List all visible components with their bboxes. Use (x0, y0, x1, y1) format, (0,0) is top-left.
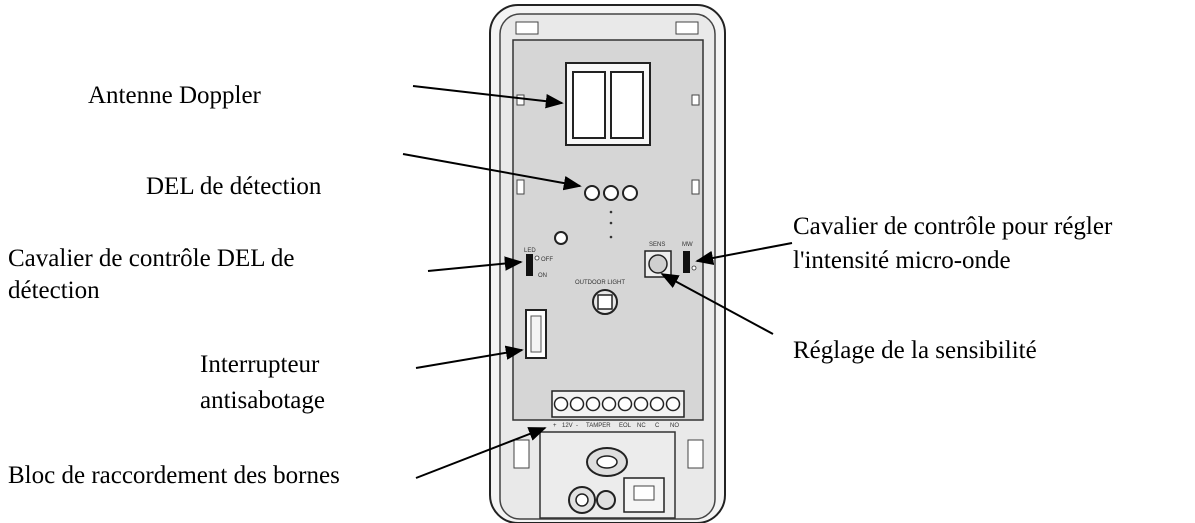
label-tamper-2: antisabotage (200, 387, 325, 414)
label-detection-led: DEL de détection (146, 173, 322, 200)
label-led-jumper-1: Cavalier de contrôle DEL de (8, 245, 295, 272)
arrow-led (402, 153, 582, 191)
svg-text:EOL: EOL (619, 423, 632, 429)
label-sensitivity: Réglage de la sensibilité (793, 337, 1037, 364)
label-microwave-jumper-2: l'intensité micro-onde (793, 247, 1011, 274)
outdoor-light-sensor: OUTDOOR LIGHT (575, 280, 625, 315)
sensitivity-pot: SENS (644, 242, 672, 278)
arrow-tamper (415, 345, 524, 369)
arrow-sensitivity (660, 273, 774, 335)
svg-text:TAMPER: TAMPER (586, 423, 611, 429)
svg-text:-: - (576, 423, 578, 429)
terminal-block: + 12V - TAMPER EOL NC C NO (551, 390, 685, 429)
label-led-jumper-2: détection (8, 277, 100, 304)
label-antenna: Antenne Doppler (88, 82, 261, 109)
housing-bottom (513, 431, 704, 519)
detection-leds (554, 185, 638, 245)
tamper-switch (525, 309, 547, 359)
microwave-jumper: MW (682, 242, 697, 273)
svg-text:ON: ON (538, 273, 547, 279)
svg-text:SENS: SENS (649, 242, 665, 248)
label-tamper-1: Interrupteur (200, 351, 320, 378)
callout-arrows (402, 85, 793, 479)
svg-text:C: C (655, 423, 660, 429)
doppler-antenna (565, 62, 651, 146)
label-microwave-jumper-1: Cavalier de contrôle pour régler (793, 213, 1113, 240)
svg-text:+: + (553, 423, 557, 429)
arrow-terminal-block (415, 427, 547, 479)
svg-text:12V: 12V (562, 423, 573, 429)
svg-text:LED: LED (524, 248, 536, 254)
svg-text:OFF: OFF (541, 257, 553, 263)
arrow-led-jumper (427, 256, 523, 272)
arrow-microwave-jumper (695, 242, 793, 266)
led-jumper: LED OFF ON (524, 248, 553, 279)
svg-text:MW: MW (682, 242, 693, 248)
label-terminal-block: Bloc de raccordement des bornes (8, 462, 340, 489)
svg-text:NC: NC (637, 423, 646, 429)
arrow-antenna (412, 85, 564, 109)
svg-text:NO: NO (670, 423, 679, 429)
svg-text:OUTDOOR LIGHT: OUTDOOR LIGHT (575, 280, 625, 286)
